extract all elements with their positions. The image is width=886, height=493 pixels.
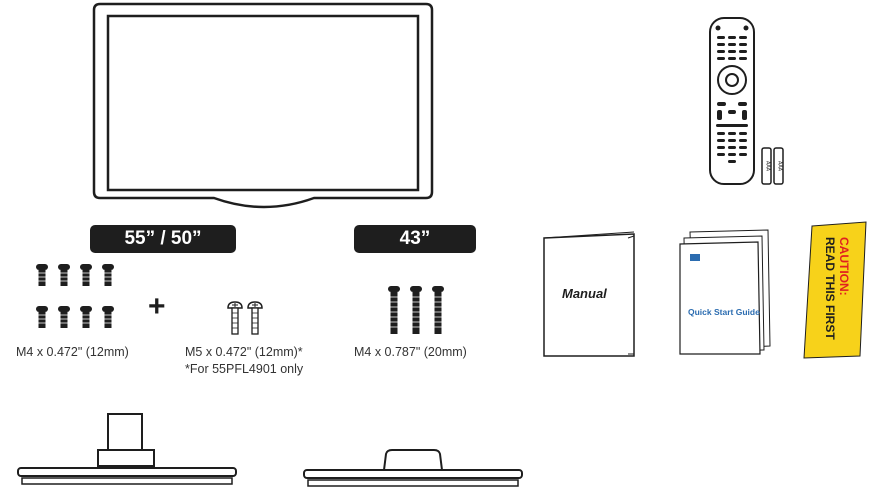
- screw-m5-note: *For 55PFL4901 only: [185, 362, 304, 376]
- plus-icon: +: [148, 290, 166, 323]
- battery-icon: AAA AAA: [761, 147, 784, 185]
- screw-m4-long-label: M4 x 0.787" (20mm): [354, 345, 467, 359]
- booklet-icon: [679, 229, 771, 355]
- stand-icon: [17, 413, 237, 485]
- tv-icon: [92, 2, 434, 209]
- booklet-icon: [803, 221, 867, 359]
- caution-text: CAUTION: READ THIS FIRST: [823, 237, 851, 347]
- manual-title: Manual: [562, 286, 607, 301]
- size-label-55-50: 55” / 50”: [90, 225, 236, 253]
- svg-text:AAA: AAA: [777, 161, 783, 172]
- screw-icon: [227, 301, 263, 335]
- svg-text:AAA: AAA: [765, 161, 771, 172]
- caution-heading: CAUTION:: [837, 237, 851, 296]
- booklet-icon: [543, 231, 635, 357]
- screw-icon: [35, 263, 115, 329]
- screw-m4-short-label: M4 x 0.472" (12mm): [16, 345, 129, 359]
- screw-icon: [387, 285, 445, 335]
- size-label-43: 43”: [354, 225, 476, 253]
- screw-m5-label: M5 x 0.472" (12mm)*: [185, 345, 303, 359]
- quick-start-title: Quick Start Guide: [688, 307, 760, 317]
- caution-subheading: READ THIS FIRST: [823, 237, 837, 340]
- stand-icon: [303, 449, 523, 487]
- remote-icon: [709, 17, 755, 185]
